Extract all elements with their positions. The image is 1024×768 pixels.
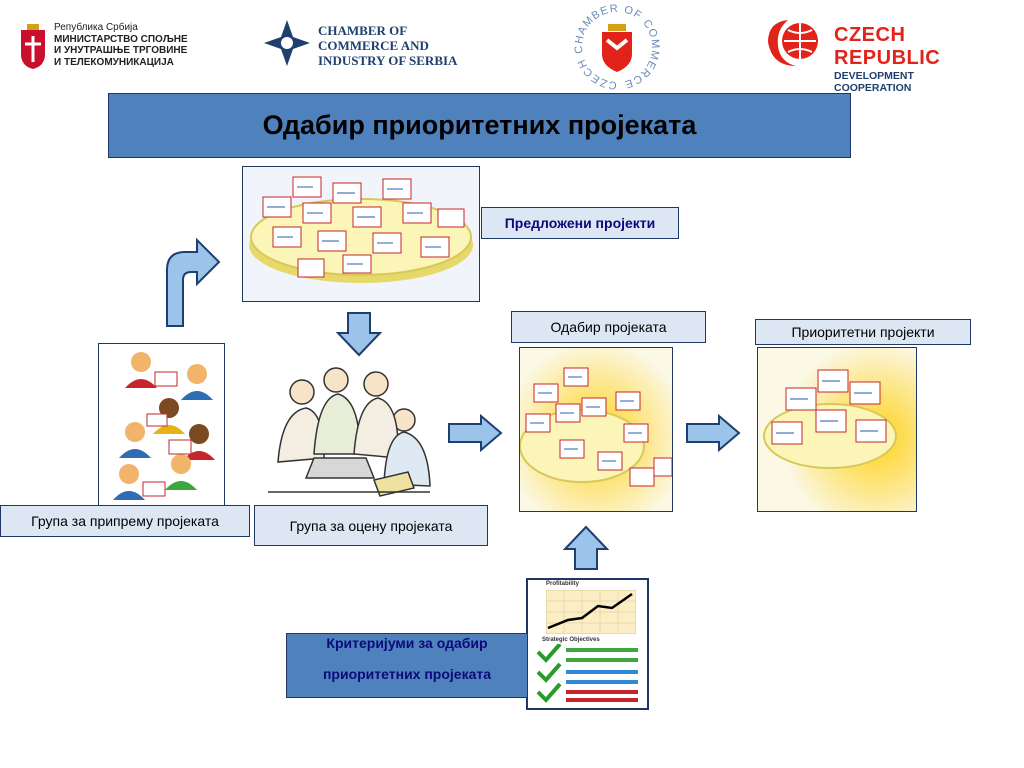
czech-dev-line2: DEVELOPMENT COOPERATION	[834, 70, 914, 95]
criteria-document-image: Profitability Strategic Objectives	[526, 578, 649, 710]
strategic-objectives-heading: Strategic Objectives	[542, 637, 600, 643]
page-title: Одабир приоритетних пројеката	[108, 93, 851, 158]
objectives-list-icon	[536, 644, 638, 703]
czech-chamber-seal-icon: CZECH CHAMBER OF COMMERCE	[573, 3, 660, 90]
globe-hands-icon	[768, 20, 818, 66]
curved-arrow-icon	[166, 237, 221, 327]
chamber-serbia-logo: CHAMBER OF COMMERCE AND INDUSTRY OF SERB…	[262, 18, 472, 70]
up-arrow-icon	[563, 525, 609, 570]
proposed-projects-image	[242, 166, 480, 302]
eval-group-label: Група за оцену пројеката	[254, 505, 488, 546]
right-arrow-icon	[448, 414, 503, 452]
eval-group-image	[268, 367, 431, 497]
chamber-star-icon	[264, 20, 310, 66]
priority-label: Приоритетни пројекти	[755, 319, 971, 345]
ministry-line4: И ТЕЛЕКОМУНИКАЦИЈА	[54, 56, 174, 68]
czech-dev-logo: CZECH REPUBLIC DEVELOPMENT COOPERATION	[762, 16, 992, 94]
chamber-serbia-line2: COMMERCE AND	[318, 37, 429, 53]
ministry-line2: МИНИСТАРСТВО СПОЉНЕ	[54, 33, 188, 45]
criteria-label: Критеријуми за одабир приоритетних проје…	[286, 633, 528, 698]
czech-dev-line1: CZECH REPUBLIC	[834, 24, 941, 69]
selection-image	[519, 347, 673, 512]
right-arrow-icon	[686, 414, 741, 452]
proposed-projects-label: Предложени пројекти	[481, 207, 679, 239]
profitability-chart-icon	[546, 590, 636, 634]
chamber-serbia-line1: CHAMBER OF	[318, 23, 408, 38]
selection-label: Одабир пројеката	[511, 311, 706, 343]
criteria-label-line2: приоритетних пројеката	[322, 666, 492, 682]
down-arrow-icon	[336, 312, 382, 357]
chamber-serbia-line3: INDUSTRY OF SERBIA	[318, 52, 458, 68]
priority-image	[757, 347, 917, 512]
czech-chamber-logo: CZECH CHAMBER OF COMMERCE	[570, 2, 664, 90]
criteria-label-line1: Критеријуми за одабир	[326, 635, 488, 651]
ministry-line1: Република Србија	[54, 22, 138, 33]
ministry-line3: И УНУТРАШЊЕ ТРГОВИНЕ	[54, 45, 188, 56]
serbia-coat-of-arms-icon	[21, 24, 45, 69]
prep-group-label: Група за припрему пројеката	[0, 505, 250, 537]
prep-group-image	[98, 343, 225, 506]
profitability-heading: Profitability	[546, 581, 580, 587]
ministry-logo: Република Србија МИНИСТАРСТВО СПОЉНЕ И У…	[18, 22, 188, 72]
